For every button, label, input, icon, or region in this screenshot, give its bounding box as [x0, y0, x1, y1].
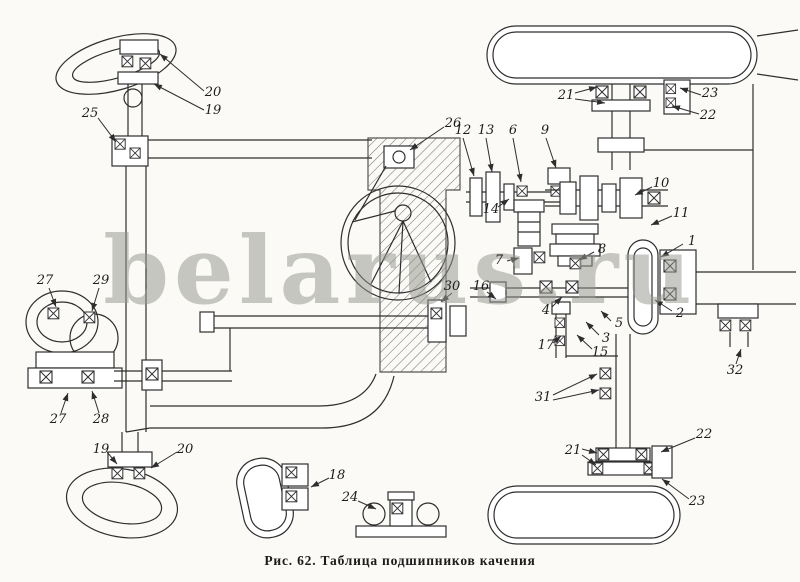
- pto-shaft: [470, 280, 628, 358]
- propeller-shaft: [199, 299, 467, 371]
- rear-right-wheel-top: [486, 25, 799, 85]
- leader-lines-layer: [48, 53, 742, 510]
- front-left-wheel-bottom: [65, 451, 179, 539]
- lower-drive-shaft: [599, 334, 631, 452]
- roller-part-18: [236, 457, 309, 539]
- final-drive: [627, 84, 796, 347]
- front-left-wheel-top: [55, 33, 177, 167]
- rear-right-wheel-bottom: [487, 445, 681, 545]
- diagram-linework: [25, 25, 799, 545]
- figure-caption: Рис. 62. Таблица подшипников качения: [264, 553, 536, 568]
- transmission: [466, 167, 668, 275]
- rear-axle-upper: [591, 79, 691, 170]
- front-drive-axle: [25, 290, 232, 391]
- frame: [121, 139, 395, 452]
- steering-wheel-assembly: [340, 145, 456, 301]
- bracket-part-24: [355, 491, 447, 538]
